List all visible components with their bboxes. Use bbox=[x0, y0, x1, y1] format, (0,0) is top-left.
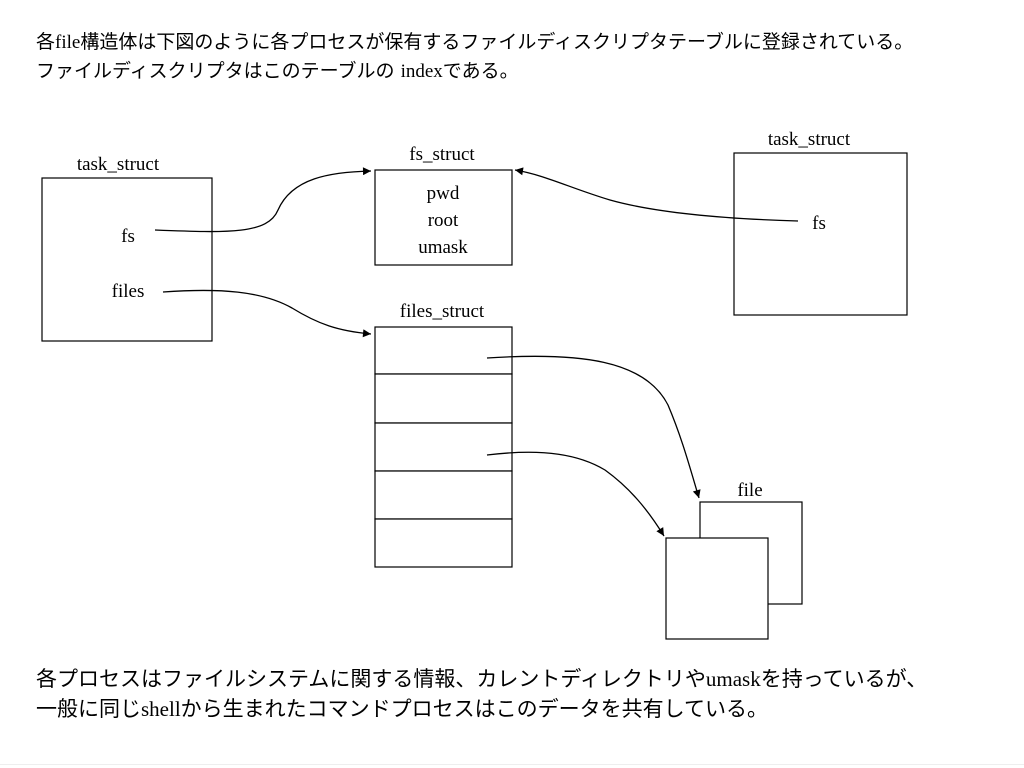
files-struct-table bbox=[374, 326, 513, 568]
files-struct-slot-0 bbox=[374, 326, 513, 375]
task-struct-right-box bbox=[733, 152, 908, 316]
file-box-front bbox=[665, 537, 769, 640]
fs-struct-field-root: root bbox=[428, 210, 459, 231]
arrow-slot2-to-file-front bbox=[486, 451, 665, 537]
outro-line-1-part-a: 各プロセスはファイルシステムに関する情報、カレントディレクトリや bbox=[36, 667, 706, 691]
fs-struct-field-umask: umask bbox=[418, 237, 468, 258]
task-struct-right-fs-label: fs bbox=[812, 213, 826, 234]
files-struct-slot-2 bbox=[374, 422, 513, 472]
outro-line-2-part-a: 一般に同じ bbox=[36, 697, 141, 721]
file-title: file bbox=[737, 480, 762, 501]
files-struct-slot-3 bbox=[374, 470, 513, 520]
intro-line-2-term-index: index bbox=[400, 61, 443, 82]
fs-struct-field-pwd: pwd bbox=[427, 183, 460, 204]
intro-line-2-part-b: である。 bbox=[442, 60, 519, 82]
outro-line-1: 各プロセスはファイルシステムに関する情報、カレントディレクトリやumaskを持っ… bbox=[36, 667, 927, 691]
arrow-slot0-to-file-back bbox=[486, 355, 701, 499]
intro-line-1-part-b: 構造体は下図のように各プロセスが保有するファイルディスクリプタテーブルに登録され… bbox=[80, 31, 914, 53]
outro-line-2-part-b: から生まれたコマンドプロセスはこのデータを共有している。 bbox=[180, 697, 769, 721]
files-struct-slot-4 bbox=[374, 518, 513, 568]
arrow-left-files-to-files-struct bbox=[162, 289, 372, 338]
task-struct-left-files-label: files bbox=[112, 281, 145, 302]
files-struct-title: files_struct bbox=[400, 301, 485, 322]
fs-struct-box bbox=[374, 169, 513, 266]
outro-line-2: 一般に同じshellから生まれたコマンドプロセスはこのデータを共有している。 bbox=[36, 697, 768, 721]
intro-line-1: 各file構造体は下図のように各プロセスが保有するファイルディスクリプタテーブル… bbox=[36, 31, 913, 53]
intro-paragraph: 各file構造体は下図のように各プロセスが保有するファイルディスクリプタテーブル… bbox=[36, 28, 913, 86]
bottom-divider bbox=[0, 764, 1024, 765]
outro-paragraph: 各プロセスはファイルシステムに関する情報、カレントディレクトリやumaskを持っ… bbox=[36, 664, 927, 724]
intro-line-2: ファイルディスクリプタはこのテーブルの indexである。 bbox=[36, 60, 519, 82]
arrow-left-fs-to-fs-struct bbox=[154, 167, 372, 233]
outro-line-1-term-umask: umask bbox=[705, 667, 761, 691]
task-struct-right-title: task_struct bbox=[768, 129, 851, 150]
arrow-right-fs-to-fs-struct bbox=[514, 167, 799, 222]
files-struct-slot-1 bbox=[374, 373, 513, 424]
task-struct-left-title: task_struct bbox=[77, 154, 160, 175]
task-struct-left-fs-label: fs bbox=[121, 226, 135, 247]
outro-line-2-term-shell: shell bbox=[141, 697, 181, 721]
fs-struct-title: fs_struct bbox=[409, 144, 475, 165]
task-struct-left-box bbox=[41, 177, 213, 342]
outro-line-1-part-b: を持っているが、 bbox=[760, 667, 928, 691]
intro-line-2-part-a: ファイルディスクリプタはこのテーブルの bbox=[36, 60, 401, 82]
intro-line-1-term-file: file bbox=[55, 32, 81, 53]
intro-line-1-part-a: 各 bbox=[36, 31, 56, 53]
